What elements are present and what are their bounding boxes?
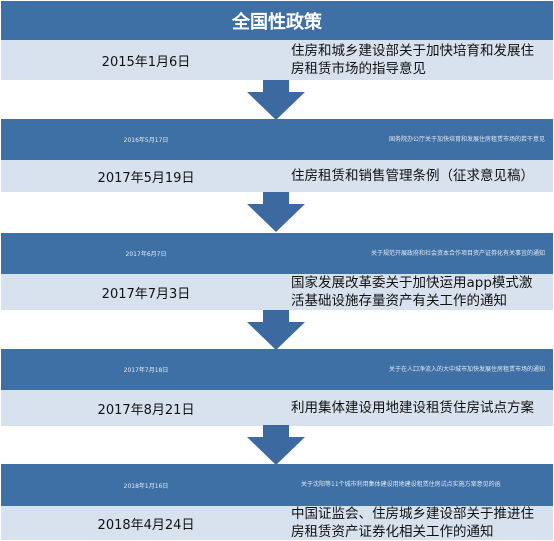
- step-date: 2017年5月19日: [97, 170, 195, 186]
- step-row: 2015年1月6日 住房和城乡建设部关于加快培育和发展住房租赁市场的指导意见: [1, 40, 553, 80]
- step-text: 中国证监会、住房城乡建设部关于推进住房租赁资产证券化相关工作的通知: [291, 506, 534, 540]
- step-text: 住房租赁和销售管理条例（征求意见稿）: [291, 168, 534, 184]
- step-text: 国家发展改革委关于加快运用app模式激活基础设施存量资产有关工作的通知: [291, 275, 533, 309]
- step-text: 国务院办公厅关于加快培育和发展住房租赁市场的若干意见: [388, 135, 545, 143]
- step-text: 住房和城乡建设部关于加快培育和发展住房租赁市场的指导意见: [291, 43, 534, 77]
- step-row: 2017年7月18日 关于在人口净流入的大中城市加快发展住房租赁市场的通知: [1, 349, 553, 390]
- step-date: 2016年5月17日: [123, 137, 169, 144]
- step-text: 关于沈阳等11个城市利用集体建设用地建设租赁住房试点实施方案意见的函: [301, 481, 501, 488]
- step-date: 2015年1月6日: [101, 54, 191, 70]
- step-text: 利用集体建设用地建设租赁住房试点方案: [291, 400, 534, 416]
- down-arrow-icon: [247, 425, 305, 465]
- down-arrow-icon: [247, 80, 305, 120]
- page-title: 全国性政策: [1, 1, 553, 40]
- step-date: 2018年4月24日: [97, 517, 195, 533]
- step-row: 2017年6月7日 关于规范开展政府和社会资本合作项目资产证券化有关事宜的通知: [1, 233, 553, 274]
- step-row: 2018年1月16日 关于沈阳等11个城市利用集体建设用地建设租赁住房试点实施方…: [1, 464, 553, 506]
- step-date: 2017年7月3日: [101, 286, 191, 302]
- step-text: 关于规范开展政府和社会资本合作项目资产证券化有关事宜的通知: [370, 249, 545, 257]
- down-arrow-icon: [247, 310, 305, 350]
- step-date: 2017年7月18日: [123, 367, 169, 374]
- step-row: 2016年5月17日 国务院办公厅关于加快培育和发展住房租赁市场的若干意见: [1, 119, 553, 160]
- step-date: 2017年8月21日: [97, 402, 195, 418]
- step-text: 关于在人口净流入的大中城市加快发展住房租赁市场的通知: [388, 365, 545, 373]
- down-arrow-icon: [247, 192, 305, 232]
- step-row: 2017年5月19日 住房租赁和销售管理条例（征求意见稿）: [1, 160, 553, 192]
- title-text: 全国性政策: [232, 11, 322, 33]
- step-row: 2018年4月24日 中国证监会、住房城乡建设部关于推进住房租赁资产证券化相关工…: [1, 506, 553, 540]
- step-row: 2017年8月21日 利用集体建设用地建设租赁住房试点方案: [1, 390, 553, 426]
- step-row: 2017年7月3日 国家发展改革委关于加快运用app模式激活基础设施存量资产有关…: [1, 274, 553, 310]
- step-date: 2017年6月7日: [125, 251, 167, 258]
- step-date: 2018年1月16日: [123, 482, 169, 490]
